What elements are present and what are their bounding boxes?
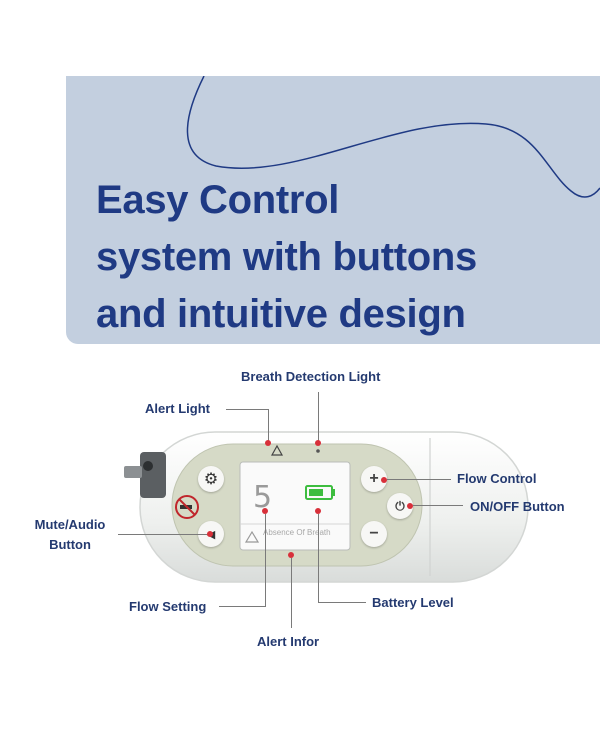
marker-on-off [407, 503, 413, 509]
label-mute-audio-button: Mute/Audio Button [32, 517, 108, 553]
marker-battery-level [315, 508, 321, 514]
leader-battery-v [318, 514, 319, 602]
headline-line-3: and intuitive design [96, 292, 466, 336]
label-battery-level: Battery Level [372, 595, 454, 610]
leader-alert-light-h [226, 409, 268, 410]
no-smoking-icon [175, 495, 199, 519]
marker-mute-audio [207, 531, 213, 537]
leader-flow-setting-h [219, 606, 266, 607]
flow-setting-value: 5 [253, 480, 273, 515]
marker-breath-detection [315, 440, 321, 446]
label-on-off-button: ON/OFF Button [470, 499, 565, 514]
device-connector [140, 452, 166, 498]
gear-icon: ⚙ [203, 471, 219, 488]
marker-flow-setting [262, 508, 268, 514]
lcd-screen [239, 461, 351, 551]
leader-alert-infor [291, 558, 292, 628]
flow-decrease-button[interactable]: − [361, 521, 387, 547]
marker-alert-infor [288, 552, 294, 558]
leader-on-off [413, 505, 463, 506]
alert-message: Absence Of Breath [263, 528, 331, 537]
label-flow-control: Flow Control [457, 471, 537, 486]
headline-line-2: system with buttons [96, 235, 477, 279]
leader-battery-h [318, 602, 366, 603]
marker-flow-control [381, 477, 387, 483]
label-alert-infor: Alert Infor [257, 634, 320, 649]
marker-alert-light [265, 440, 271, 446]
screen-warning-icon [244, 530, 260, 543]
minus-icon: − [369, 525, 379, 542]
label-mute-audio-line1: Mute/Audio [34, 517, 106, 532]
power-icon: ⏻ [395, 498, 405, 513]
leader-alert-light-v [268, 409, 269, 442]
leader-flow-setting-v [265, 514, 266, 606]
plus-icon: + [369, 470, 379, 487]
leader-breath-detection [318, 392, 319, 442]
battery-icon [305, 485, 335, 500]
headline-line-1: Easy Control [96, 178, 340, 222]
leader-flow-control [387, 479, 451, 480]
alert-light-icon [270, 444, 284, 456]
page-headline: Easy Control system with buttons and int… [96, 172, 477, 343]
decorative-wave [186, 76, 600, 198]
leader-mute-audio [118, 534, 208, 535]
label-breath-detection-light: Breath Detection Light [241, 369, 381, 384]
label-mute-audio-line2: Button [49, 537, 91, 552]
headline-banner [66, 76, 600, 344]
label-flow-setting: Flow Setting [129, 599, 207, 614]
settings-button[interactable]: ⚙ [198, 466, 224, 492]
label-alert-light: Alert Light [145, 401, 210, 416]
